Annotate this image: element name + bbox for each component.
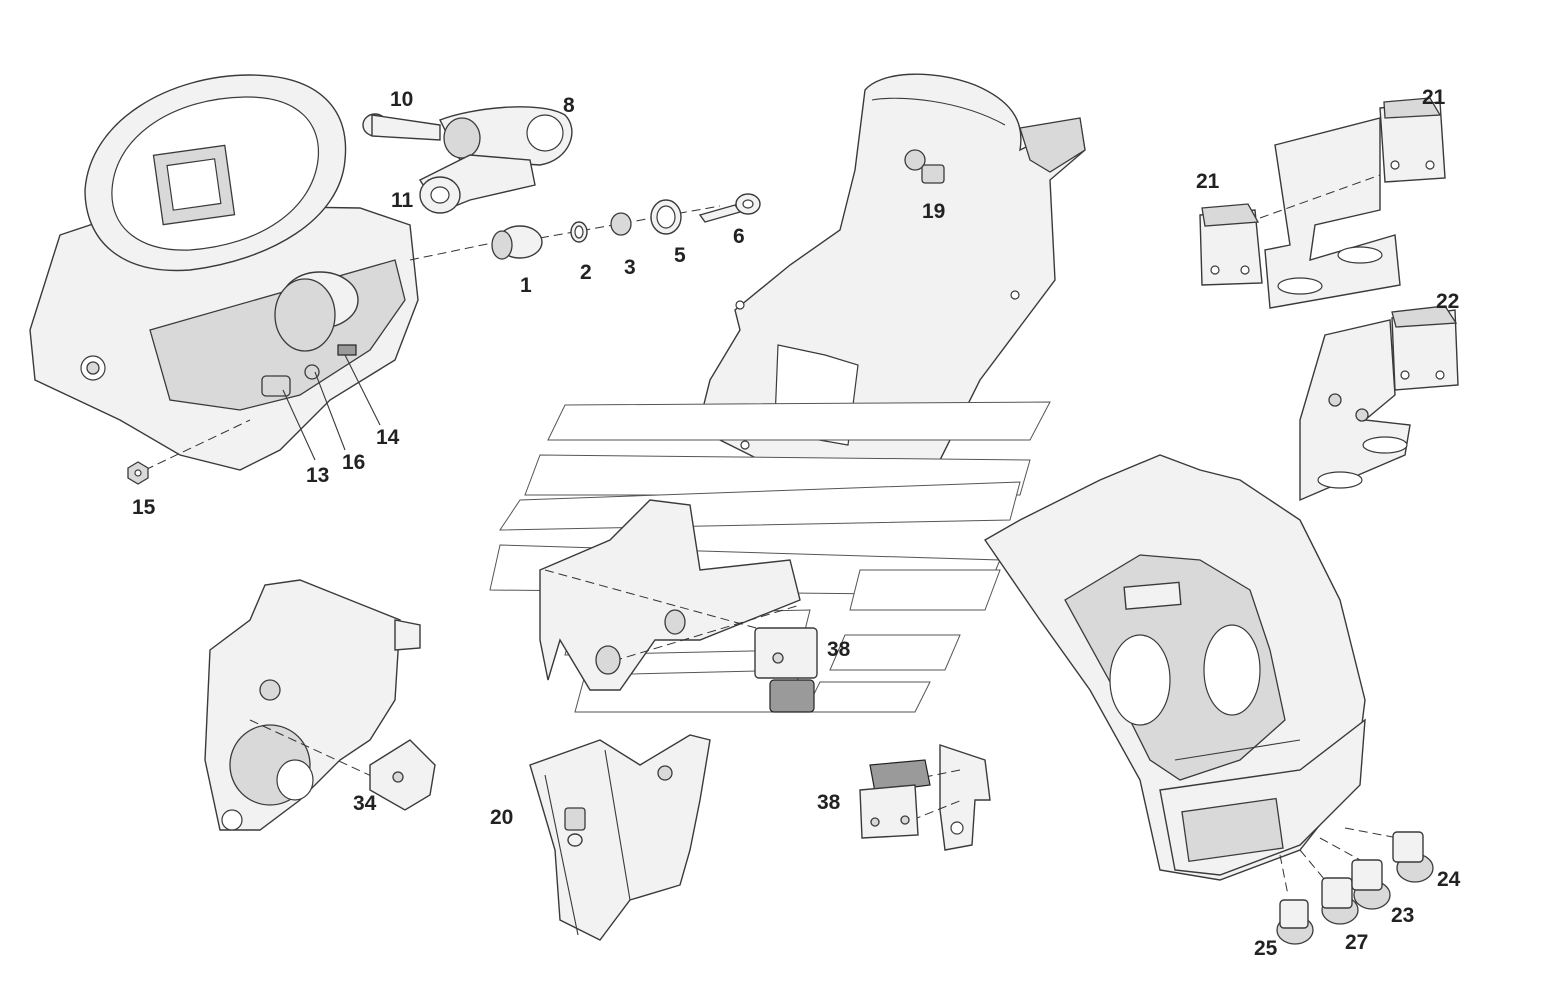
column-switch-lever: [362, 106, 573, 214]
relay-bracket-upper: [1199, 97, 1446, 309]
relay-bracket-lower: [1299, 305, 1459, 502]
callout-14: 14: [376, 426, 400, 449]
callout-25: 25: [1254, 937, 1278, 960]
callout-11: 11: [391, 189, 414, 212]
brake-switch-bracket: [859, 744, 991, 851]
floor-bracket-assembly: [539, 499, 818, 713]
small-fasteners: [127, 354, 381, 485]
console-switch-buttons: [1276, 827, 1434, 945]
callout-3: 3: [624, 256, 636, 279]
dashboard-housing: [29, 74, 419, 471]
pedal-bracket-assembly: [204, 579, 436, 831]
callout-20: 20: [490, 806, 513, 829]
callout-24: 24: [1437, 868, 1461, 891]
callout-5: 5: [674, 244, 686, 267]
steering-cowl: [699, 73, 1086, 522]
callout-21-lower: 21: [1196, 170, 1220, 193]
side-console: [983, 454, 1366, 881]
callout-2: 2: [580, 261, 592, 284]
callout-38-lower: 38: [817, 791, 841, 814]
callout-1: 1: [520, 274, 532, 297]
ignition-switch-set: [409, 193, 761, 261]
callout-8: 8: [563, 94, 575, 117]
callout-22: 22: [1436, 290, 1459, 313]
callout-21-upper: 21: [1422, 86, 1446, 109]
callout-19: 19: [922, 200, 945, 223]
callout-16: 16: [342, 451, 365, 474]
callout-23: 23: [1391, 904, 1414, 927]
callout-15: 15: [132, 496, 156, 519]
callout-38-upper: 38: [827, 638, 851, 661]
post-with-sensor: [529, 734, 711, 941]
callout-13: 13: [306, 464, 329, 487]
callout-34: 34: [353, 792, 377, 815]
callout-labels: 10 8 11 1 2 3 5 6 13 16 14 15 19 21 21 2…: [132, 86, 1461, 960]
callout-6: 6: [733, 225, 745, 248]
callout-27: 27: [1345, 931, 1368, 954]
callout-10: 10: [390, 88, 413, 111]
